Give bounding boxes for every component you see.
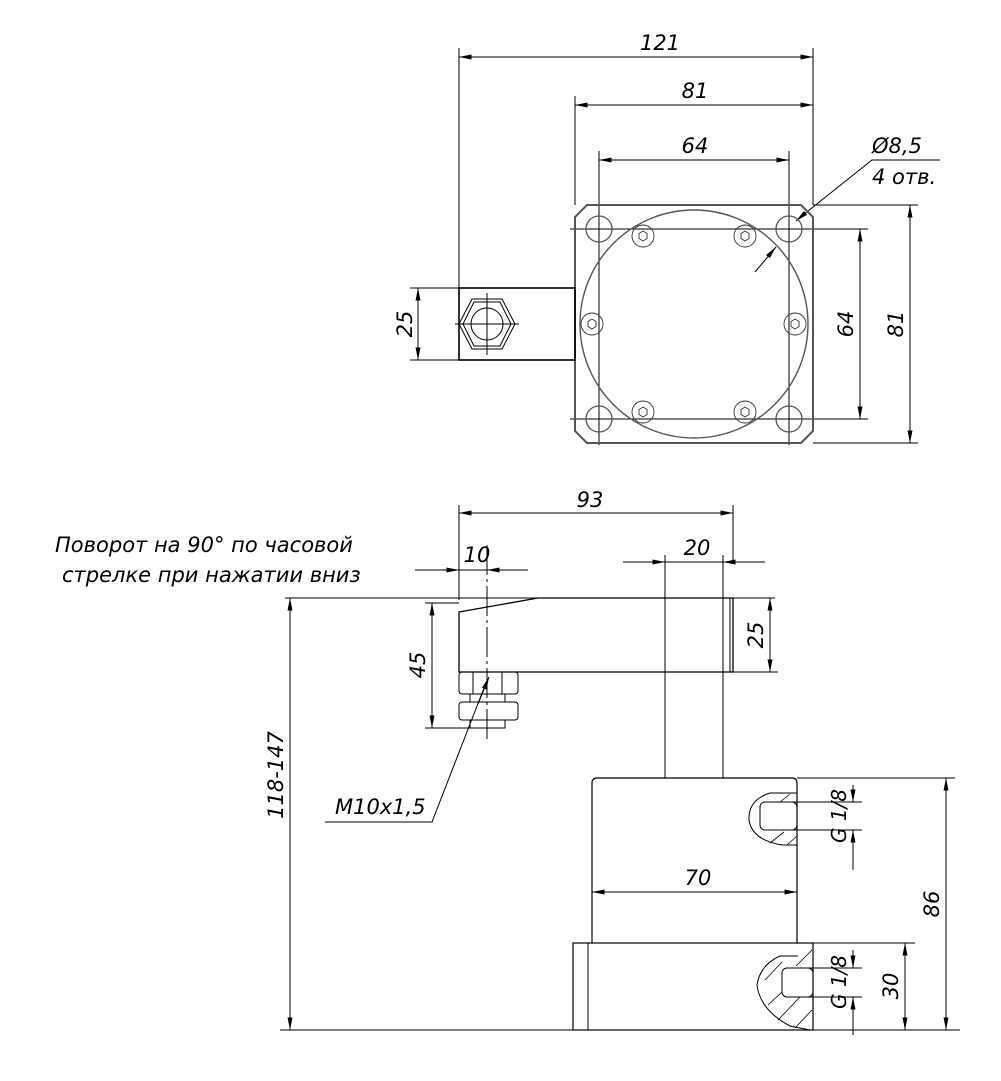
dim-bolt-height: 45 bbox=[406, 652, 430, 679]
dim-plate-width: 81 bbox=[682, 79, 709, 103]
dim-arm-width: 25 bbox=[393, 311, 417, 338]
screw-icons bbox=[580, 224, 807, 424]
upper-port-section bbox=[748, 792, 798, 846]
thread-arrow bbox=[477, 676, 490, 705]
dim-total-height: 118-147 bbox=[264, 730, 288, 818]
dim-plate-height: 81 bbox=[884, 311, 908, 338]
bolt-nuts bbox=[458, 671, 519, 729]
dim-arm-height: 25 bbox=[744, 622, 768, 649]
thread-label: M10x1,5 bbox=[335, 795, 426, 819]
rotation-note-line1: Поворот на 90° по часовой bbox=[55, 533, 353, 557]
side-view: Поворот на 90° по часовой стрелке при на… bbox=[55, 488, 960, 1035]
dim-bolt-offset: 10 bbox=[464, 543, 491, 567]
hole-arrow-outer bbox=[795, 210, 808, 222]
lower-port-section bbox=[756, 949, 814, 1031]
dim-hole-spacing-x: 64 bbox=[682, 134, 709, 158]
cylinder-body bbox=[591, 777, 798, 943]
dim-column-width: 20 bbox=[684, 536, 711, 560]
dim-base-height: 30 bbox=[879, 973, 903, 1000]
top-view: 121 81 64 Ø8,5 4 отв. 25 64 81 bbox=[393, 31, 940, 445]
mounting-holes bbox=[585, 215, 803, 433]
hole-diameter-label: Ø8,5 bbox=[871, 134, 922, 158]
rotation-note-line2: стрелке при нажатии вниз bbox=[62, 563, 361, 587]
dim-overall-width: 121 bbox=[640, 31, 680, 55]
dim-body-width: 70 bbox=[685, 866, 712, 890]
hole-count-label: 4 отв. bbox=[872, 165, 936, 189]
lower-port-label: G 1/8 bbox=[827, 955, 851, 1009]
thread-leader bbox=[325, 687, 485, 823]
dim-arm-length: 93 bbox=[577, 488, 604, 512]
hex-nut-icon bbox=[455, 293, 519, 355]
hole-arrow-inner bbox=[754, 246, 777, 273]
hole-leader bbox=[802, 159, 940, 216]
extension-lines bbox=[410, 48, 918, 445]
cylinder-base bbox=[572, 942, 814, 1031]
dim-body-height: 86 bbox=[920, 891, 944, 918]
mounting-plate bbox=[574, 204, 814, 444]
body-circle bbox=[579, 209, 809, 439]
upper-port-label: G 1/8 bbox=[827, 789, 851, 843]
clamp-arm-side bbox=[458, 597, 734, 673]
dim-hole-spacing-y: 64 bbox=[834, 311, 858, 338]
side-extension-lines bbox=[280, 505, 960, 1031]
